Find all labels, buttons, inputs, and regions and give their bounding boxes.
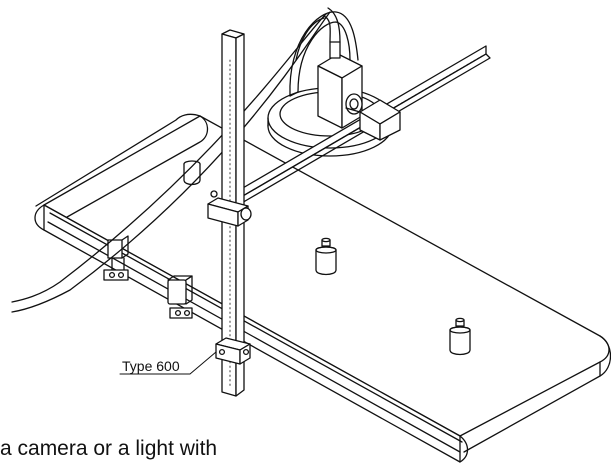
caption-text: a camera or a light with <box>0 437 218 460</box>
mounting-clamp-icon <box>345 99 401 141</box>
side-bracket-front-2 <box>167 275 193 319</box>
vertical-pole <box>221 29 245 397</box>
belt-edge-line-2 <box>47 221 461 453</box>
cable-back <box>295 17 325 61</box>
belt-right-end <box>459 435 469 463</box>
callout-label-type600: Type 600 <box>122 358 180 374</box>
camera-bracket <box>289 11 359 97</box>
belt-left-end <box>34 115 209 231</box>
pole-clamp-type600 <box>215 337 251 365</box>
conveyor-belt <box>34 113 611 463</box>
cables <box>11 11 331 313</box>
weight-center <box>315 237 337 276</box>
pole-clamp-upper <box>207 190 252 227</box>
side-bracket-front-1 <box>103 235 129 281</box>
weight-right <box>449 317 471 356</box>
callout-leader <box>119 351 217 375</box>
cable-long-2 <box>11 11 331 313</box>
belt-left-end-inner <box>35 113 201 207</box>
